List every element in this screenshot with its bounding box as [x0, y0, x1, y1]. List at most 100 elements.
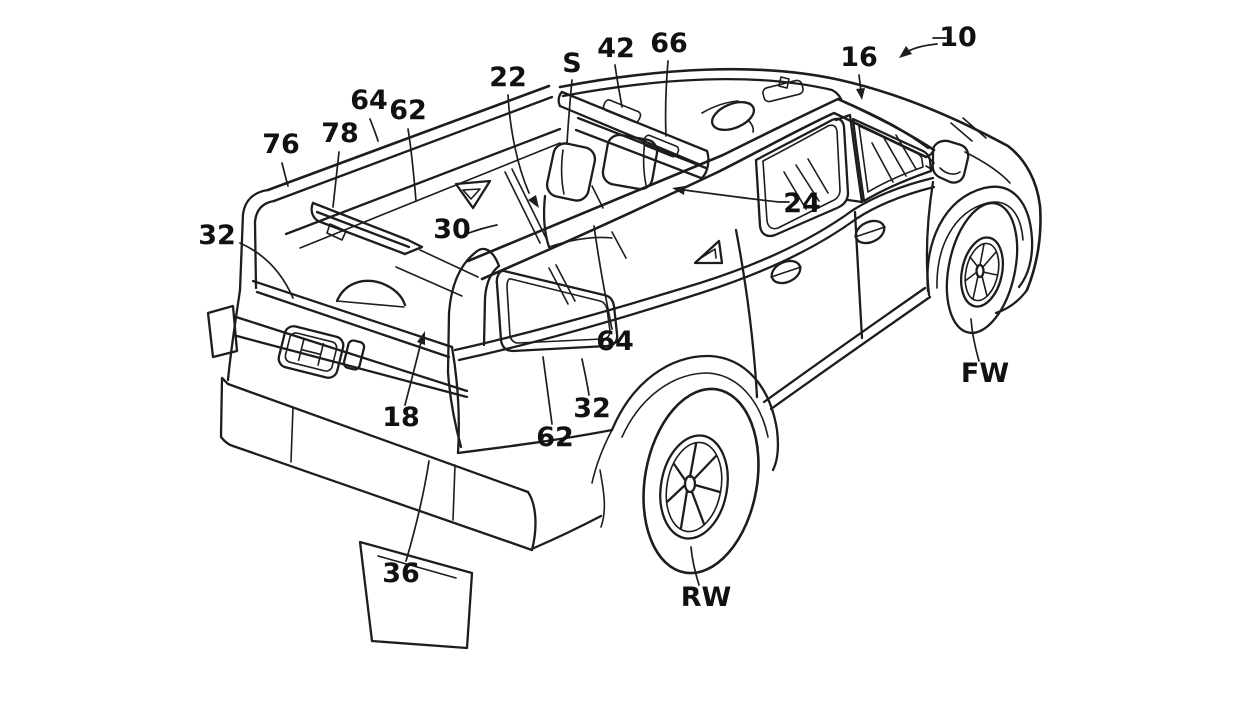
rear-rim [659, 434, 729, 540]
rear-seat-headrest-far [601, 133, 659, 191]
cab-near-gusset [693, 239, 724, 265]
hitch-step [358, 540, 474, 650]
ref-label-22: 22 [489, 62, 527, 93]
ref-label-RW: RW [681, 582, 732, 613]
ref-label-64-lower: 64 [596, 326, 634, 357]
cab-interior [542, 76, 804, 249]
leader-lines [239, 37, 980, 586]
rear-seat-back [542, 194, 551, 249]
ref-labels: 10 16 66 42 S 22 64 62 78 76 32 30 24 18… [198, 22, 1009, 613]
bed-floor-line [419, 249, 479, 278]
sport-bar [310, 201, 424, 256]
ref-label-78: 78 [321, 118, 359, 149]
ref-label-76: 76 [262, 129, 300, 160]
front-rim [959, 236, 1005, 308]
leader-64-lower [593, 225, 613, 330]
rear-tire [642, 387, 760, 575]
h-logo [297, 338, 325, 366]
bed-side-bottom [456, 428, 614, 455]
taillight [206, 304, 239, 359]
cab-structure [466, 67, 1042, 292]
truck-drawing [206, 67, 1042, 650]
windshield-reflection [950, 117, 987, 142]
ref-label-32-left: 32 [198, 220, 236, 251]
ref-label-64-upper: 64 [350, 85, 388, 116]
steering-wheel [710, 101, 756, 133]
rear-header [574, 116, 708, 180]
rear-door-window [754, 117, 850, 238]
shift-knob [778, 76, 790, 89]
bed-near-rail [453, 176, 935, 352]
side-mirror [925, 139, 970, 184]
dashboard-line [701, 100, 739, 114]
tailgate-top-edge [251, 279, 454, 349]
leader-18 [404, 341, 422, 406]
hoop-grab-handle [602, 99, 642, 123]
ref-label-62-lower: 62 [536, 422, 574, 453]
leader-78 [332, 151, 340, 208]
ref-label-S: S [562, 48, 581, 79]
leader-S [566, 79, 573, 145]
ref-label-18: 18 [382, 402, 420, 433]
ref-label-24: 24 [783, 188, 821, 219]
front-door-window [851, 117, 933, 203]
ref-label-30: 30 [433, 214, 471, 245]
front-window-reflection [871, 134, 917, 183]
ref-label-42: 42 [597, 33, 635, 64]
rear-wheel [591, 354, 780, 575]
bed-rear-corner-cap [238, 188, 270, 292]
front-wheel [945, 201, 1019, 335]
ref-label-66: 66 [650, 28, 688, 59]
leader-66 [664, 60, 669, 137]
quarter-opening [495, 269, 619, 353]
leader-62-lower [542, 356, 553, 425]
front-fender-arch [926, 185, 1034, 293]
seat-belt-brace [504, 171, 541, 244]
tailgate [206, 279, 469, 455]
leader-30 [465, 224, 498, 235]
door-split-seam [853, 210, 864, 340]
leader-16 [858, 74, 862, 92]
center-console [762, 76, 804, 103]
rear-seat-headrest [545, 142, 597, 202]
leader-32-left [239, 242, 294, 299]
tailgate-crease [234, 315, 469, 393]
tailgate-handle [342, 339, 366, 371]
leader-22 [507, 94, 530, 194]
door-handle-front [854, 219, 886, 245]
ref-label-32-right: 32 [573, 393, 611, 424]
rear-bumper [219, 376, 606, 650]
leader-FW [970, 318, 980, 362]
leader-32-right [581, 358, 590, 396]
rear-wheel-spokes [665, 442, 722, 530]
arrowhead-22 [528, 195, 539, 208]
ref-label-10: 10 [939, 22, 977, 53]
rear-window-reflection [783, 158, 829, 210]
front-wheel-spokes [964, 243, 998, 300]
leader-76 [281, 162, 289, 187]
b-pillar [834, 113, 864, 204]
ref-label-16: 16 [840, 42, 878, 73]
doors [734, 113, 935, 411]
bed-wheel-hump [335, 279, 407, 307]
leader-36 [405, 460, 430, 562]
windshield-pillar [847, 102, 930, 150]
leader-24 [683, 189, 790, 203]
leader-62-upper [407, 128, 417, 202]
bed-far-rail [266, 84, 551, 192]
leader-RW [690, 546, 700, 586]
cab-bed-seam [734, 228, 759, 399]
ref-label-36: 36 [382, 558, 420, 589]
bed-near-corner-post [446, 250, 478, 374]
arrowhead-24 [672, 186, 685, 195]
door-handle-rear [770, 259, 802, 285]
leader-64-upper [369, 118, 379, 142]
rear-fender-arch [610, 354, 780, 472]
roof-far-rail [558, 67, 1042, 292]
arrowhead-16 [856, 88, 865, 100]
brand-emblem [277, 325, 345, 379]
mud-flap [599, 469, 606, 528]
arrowhead-10 [899, 46, 912, 58]
